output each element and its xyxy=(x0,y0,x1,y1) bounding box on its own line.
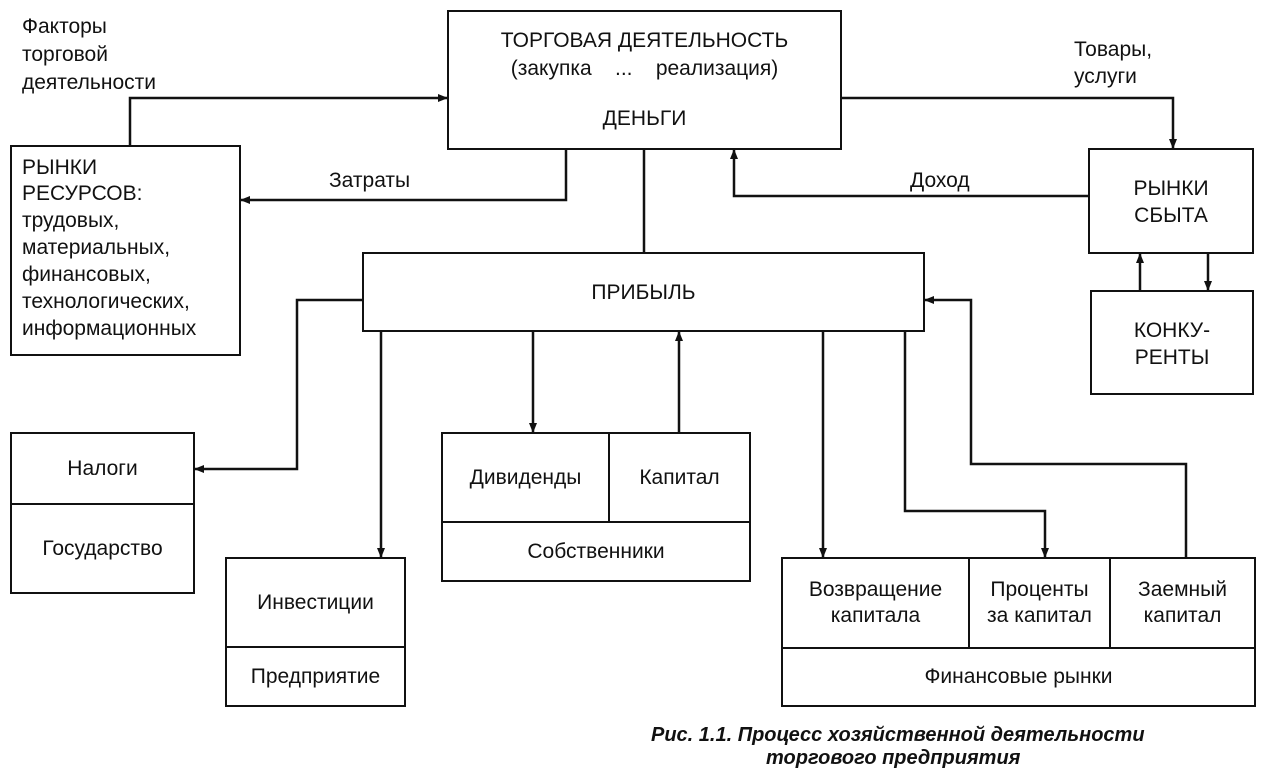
resource-line-1: РЫНКИ xyxy=(22,156,98,179)
resource-line-4: материальных, xyxy=(22,236,171,259)
return-capital-line-2: капитала xyxy=(830,604,921,627)
resource-line-3: трудовых, xyxy=(22,209,120,232)
owners-label: Собственники xyxy=(527,539,665,563)
loan-capital-line-2: капитал xyxy=(1143,604,1222,627)
enterprise-box: Инвестиции Предприятие xyxy=(225,557,406,707)
dividends-cell: Дивиденды xyxy=(443,434,610,523)
competitors-line-2: РЕНТЫ xyxy=(1134,346,1210,369)
investments-cell: Инвестиции xyxy=(227,559,404,648)
resource-line-5: финансовых, xyxy=(22,263,151,286)
financial-markets-box: Возвращение капитала Проценты за капитал… xyxy=(781,557,1256,707)
state-box: Налоги Государство xyxy=(10,432,195,594)
sales-line-2: СБЫТА xyxy=(1134,204,1208,227)
trade-activity-box: ТОРГОВАЯ ДЕЯТЕЛЬНОСТЬ (закупка ... реали… xyxy=(447,10,842,150)
capital-cell: Капитал xyxy=(610,434,749,523)
sales-markets-box: РЫНКИ СБЫТА xyxy=(1088,148,1254,254)
arrow-factors-to-trade xyxy=(128,94,448,148)
owners-box: Дивиденды Капитал Собственники xyxy=(441,432,751,582)
figure-caption-line-1: Рис. 1.1. Процесс хозяйственной деятельн… xyxy=(651,724,1145,746)
resource-line-2: РЕСУРСОВ: xyxy=(22,182,143,205)
arrow-interest xyxy=(903,332,1049,558)
resource-markets-box: РЫНКИ РЕСУРСОВ: трудовых, материальных, … xyxy=(10,145,241,356)
competitors-box: КОНКУ- РЕНТЫ xyxy=(1090,290,1254,395)
resource-line-7: информационных xyxy=(22,317,197,340)
loan-capital-line-1: Заемный xyxy=(1138,578,1227,601)
arrow-costs xyxy=(240,150,568,204)
money-label: ДЕНЬГИ xyxy=(602,107,687,130)
profit-box: ПРИБЫЛЬ xyxy=(362,252,925,332)
resource-line-6: технологических, xyxy=(22,290,190,313)
taxes-cell: Налоги xyxy=(12,434,193,505)
figure-caption-line-2: торгового предприятия xyxy=(766,747,1021,769)
sales-line-1: РЫНКИ xyxy=(1133,177,1209,200)
trade-title: ТОРГОВАЯ ДЕЯТЕЛЬНОСТЬ xyxy=(500,29,789,52)
interest-line-1: Проценты xyxy=(990,578,1089,601)
interest-line-2: за капитал xyxy=(987,604,1092,627)
goods-line-2: услуги xyxy=(1074,65,1137,88)
trade-subtitle: (закупка ... реализация) xyxy=(510,57,779,80)
return-capital-line-1: Возвращение xyxy=(808,578,943,601)
return-capital-cell: Возвращение капитала xyxy=(783,559,970,649)
arrow-goods-to-sales xyxy=(842,96,1177,149)
arrow-income xyxy=(730,149,1088,198)
interest-cell: Проценты за капитал xyxy=(970,559,1111,649)
profit-label: ПРИБЫЛЬ xyxy=(591,281,696,304)
arrow-loan-capital xyxy=(924,296,1188,557)
financial-markets-label: Финансовые рынки xyxy=(924,665,1113,688)
arrow-taxes xyxy=(194,298,362,473)
income-label: Доход xyxy=(910,169,970,192)
goods-line-1: Товары, xyxy=(1074,38,1153,61)
enterprise-label: Предприятие xyxy=(250,664,381,688)
costs-label: Затраты xyxy=(329,169,411,192)
factors-line-2: торговой xyxy=(22,43,108,66)
loan-capital-cell: Заемный капитал xyxy=(1111,559,1254,649)
state-label: Государство xyxy=(42,536,163,560)
factors-line-3: деятельности xyxy=(22,71,156,94)
factors-line-1: Факторы xyxy=(22,15,107,38)
competitors-line-1: КОНКУ- xyxy=(1133,319,1211,342)
